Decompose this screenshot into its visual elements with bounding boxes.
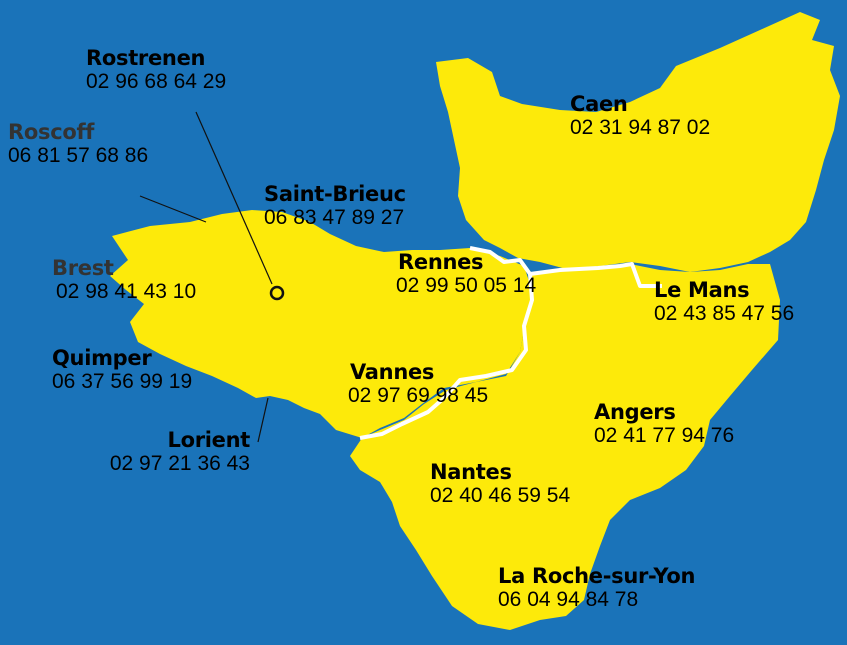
city-phone: 06 04 94 84 78 [498, 588, 639, 612]
city-name: Angers [594, 400, 676, 424]
city-name: Nantes [430, 460, 512, 484]
city-label-quimper: Quimper 06 37 56 99 19 [52, 346, 192, 394]
city-name: Roscoff [8, 120, 95, 144]
city-label-lorient: Lorient 02 97 21 36 43 [76, 428, 250, 476]
rostrenen-marker-icon [269, 285, 285, 301]
leader-line-roscoff [139, 195, 207, 223]
region-normandie [436, 12, 840, 272]
city-label-la-roche-sur-yon: La Roche-sur-Yon 06 04 94 84 78 [498, 564, 695, 612]
leader-line-lorient [257, 397, 269, 443]
city-name: Vannes [350, 360, 435, 384]
city-label-vannes: Vannes 02 97 69 98 45 [348, 360, 489, 408]
city-phone: 02 96 68 64 29 [86, 70, 227, 94]
border-normandie-pays-de-la-loire [529, 262, 662, 288]
city-phone: 02 41 77 94 76 [594, 424, 735, 448]
city-name: La Roche-sur-Yon [498, 564, 696, 588]
city-phone: 02 98 41 43 10 [56, 280, 197, 304]
city-label-caen: Caen 02 31 94 87 02 [570, 92, 710, 140]
leader-line-rostrenen [195, 111, 273, 285]
city-name: Rennes [398, 250, 484, 274]
city-phone: 06 83 47 89 27 [264, 206, 405, 230]
city-phone: 06 81 57 68 86 [8, 144, 149, 168]
city-label-le-mans: Le Mans 02 43 85 47 56 [654, 278, 794, 326]
city-name: Rostrenen [86, 46, 206, 70]
city-phone: 02 97 21 36 43 [109, 452, 250, 476]
city-label-saint-brieuc: Saint-Brieuc 06 83 47 89 27 [264, 182, 406, 230]
border-bretagne-pays-de-la-loire [359, 273, 534, 440]
city-phone: 02 97 69 98 45 [348, 384, 489, 408]
city-name: Saint-Brieuc [264, 182, 406, 206]
city-label-roscoff: Roscoff 06 81 57 68 86 [8, 120, 148, 168]
city-label-brest: Brest 02 98 41 43 10 [52, 256, 196, 304]
region-pays-de-la-loire [350, 264, 780, 630]
city-name: Le Mans [654, 278, 750, 302]
city-name: Caen [570, 92, 628, 116]
city-label-nantes: Nantes 02 40 46 59 54 [430, 460, 570, 508]
city-name: Brest [52, 256, 114, 280]
city-name: Quimper [52, 346, 152, 370]
city-label-angers: Angers 02 41 77 94 76 [594, 400, 734, 448]
city-label-rostrenen: Rostrenen 02 96 68 64 29 [86, 46, 226, 94]
city-label-rennes: Rennes 02 99 50 05 14 [396, 250, 537, 298]
city-name: Lorient [167, 428, 251, 452]
border-bretagne-normandie [469, 246, 532, 276]
region-bretagne [110, 210, 532, 438]
city-phone: 02 43 85 47 56 [654, 302, 795, 326]
city-phone: 02 99 50 05 14 [396, 274, 537, 298]
city-phone: 02 40 46 59 54 [430, 484, 571, 508]
city-phone: 02 31 94 87 02 [570, 116, 711, 140]
city-phone: 06 37 56 99 19 [52, 370, 193, 394]
